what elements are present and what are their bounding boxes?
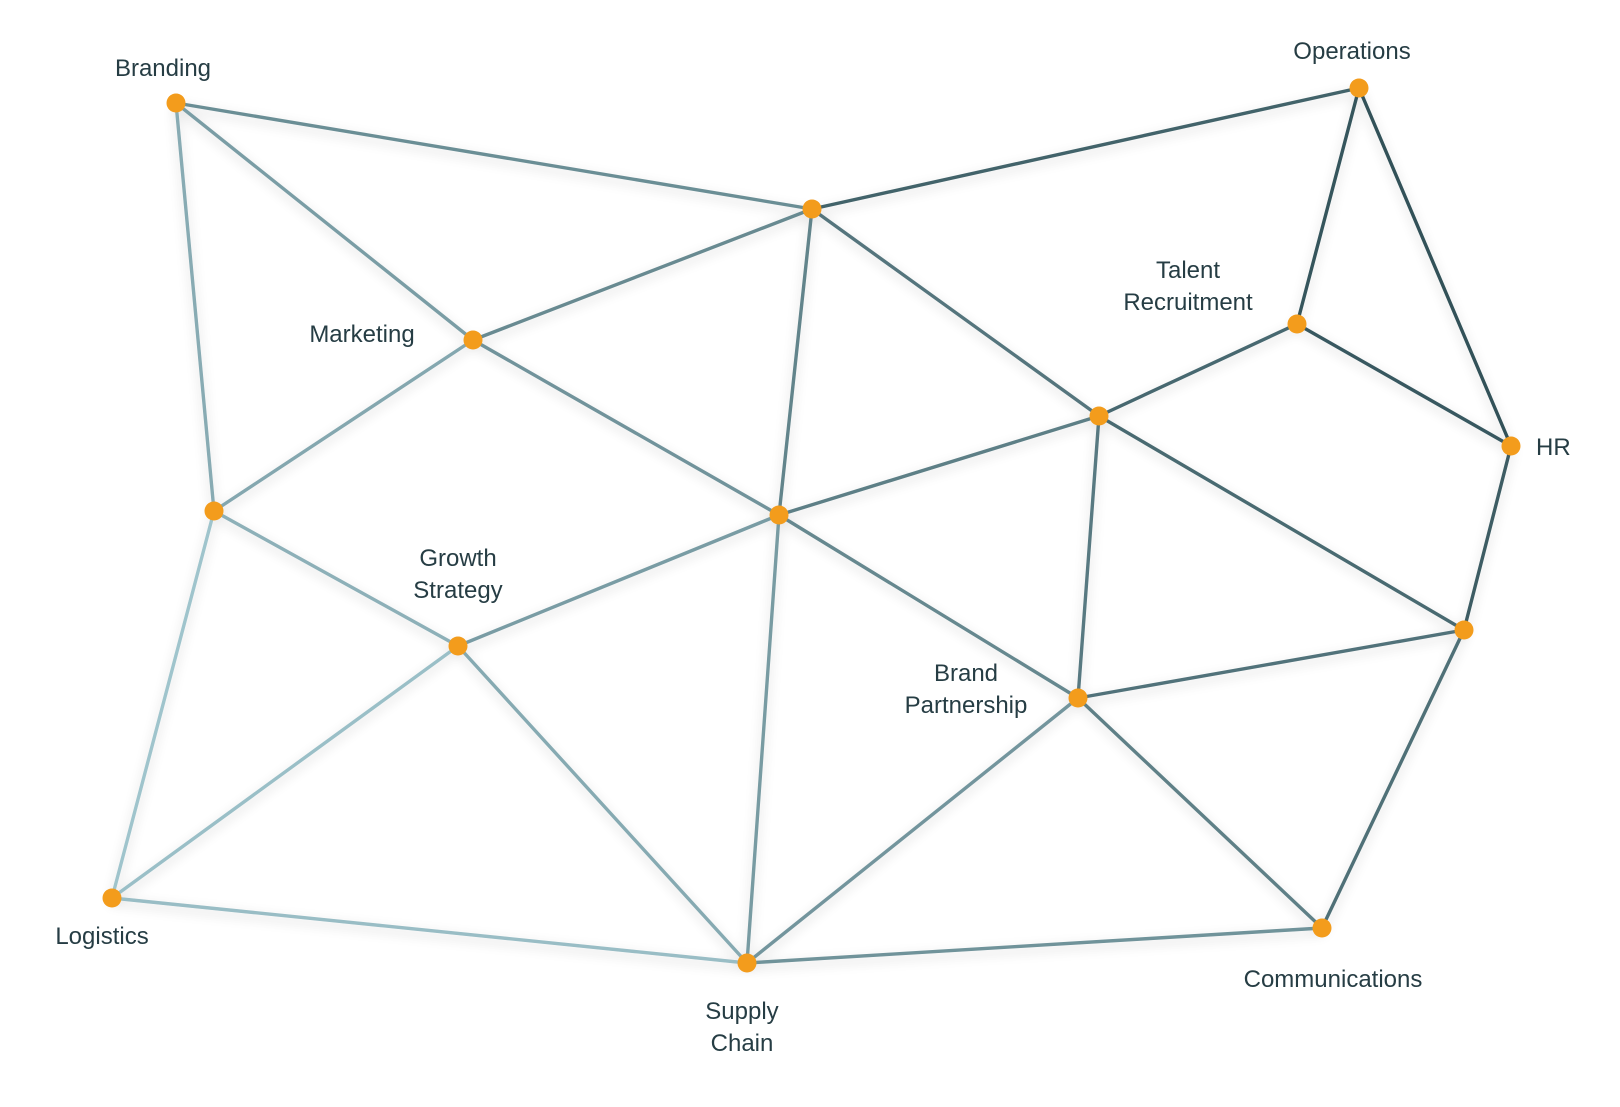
node-supply-chain (737, 953, 757, 973)
label-brand-partnership-0: Brand (934, 660, 998, 687)
edge-supply-chain-communications (745, 926, 1324, 965)
edge-branding-marketing (174, 101, 475, 342)
edge-hub-mid-right (810, 207, 1101, 418)
node-marketing (463, 330, 483, 350)
edge-operations-hr (1357, 86, 1513, 448)
edge-mid-right-center (777, 414, 1101, 517)
node-branding (166, 93, 186, 113)
edge-operations-talent (1295, 86, 1361, 326)
edge-mid-right-brand-partnership (1076, 414, 1101, 700)
edge-talent-mid-right (1097, 322, 1299, 418)
node-left-mid (204, 501, 224, 521)
node-right-low (1454, 620, 1474, 640)
label-marketing-0: Marketing (309, 321, 414, 348)
node-mid-right (1089, 406, 1109, 426)
edge-hr-right-low (1462, 444, 1513, 632)
edge-marketing-center (471, 338, 781, 517)
label-brand-partnership-1: Partnership (905, 692, 1028, 719)
node-brand-partnership (1068, 688, 1088, 708)
edge-talent-hr (1295, 322, 1513, 448)
edge-mid-right-right-low (1097, 414, 1466, 632)
edge-center-brand-partnership (777, 513, 1080, 700)
node-growth (448, 636, 468, 656)
node-communications (1312, 918, 1332, 938)
node-logistics (102, 888, 122, 908)
node-hr (1501, 436, 1521, 456)
edge-right-low-communications (1320, 628, 1466, 930)
edge-left-mid-growth (212, 509, 460, 648)
edge-center-growth (456, 513, 781, 648)
edge-hub-operations (810, 86, 1361, 211)
node-center (769, 505, 789, 525)
label-talent-1: Recruitment (1123, 289, 1253, 316)
label-hr-0: HR (1536, 434, 1571, 461)
edge-branding-hub (174, 101, 814, 211)
edge-growth-logistics (110, 644, 460, 900)
label-logistics-0: Logistics (55, 923, 148, 950)
label-supply-chain-1: Chain (711, 1030, 774, 1057)
label-growth-0: Growth (419, 545, 496, 572)
label-communications-0: Communications (1244, 966, 1423, 993)
node-talent (1287, 314, 1307, 334)
edge-left-mid-logistics (110, 509, 216, 900)
label-operations-0: Operations (1293, 38, 1410, 65)
edge-logistics-supply-chain (110, 896, 749, 965)
edge-hub-center (777, 207, 814, 517)
label-branding-0: Branding (115, 55, 211, 82)
node-operations (1349, 78, 1369, 98)
label-supply-chain-0: Supply (705, 998, 778, 1025)
node-layer (102, 78, 1521, 973)
edge-branding-left-mid (174, 101, 216, 513)
edge-marketing-left-mid (212, 338, 475, 513)
edge-brand-partnership-communications (1076, 696, 1324, 930)
edge-hub-marketing (471, 207, 814, 342)
label-growth-1: Strategy (413, 577, 502, 604)
edge-layer (110, 86, 1513, 965)
label-talent-0: Talent (1156, 257, 1220, 284)
edge-center-supply-chain (745, 513, 781, 965)
edge-brand-partnership-supply-chain (745, 696, 1080, 965)
edge-growth-supply-chain (456, 644, 749, 965)
node-hub (802, 199, 822, 219)
edge-right-low-brand-partnership (1076, 628, 1466, 700)
